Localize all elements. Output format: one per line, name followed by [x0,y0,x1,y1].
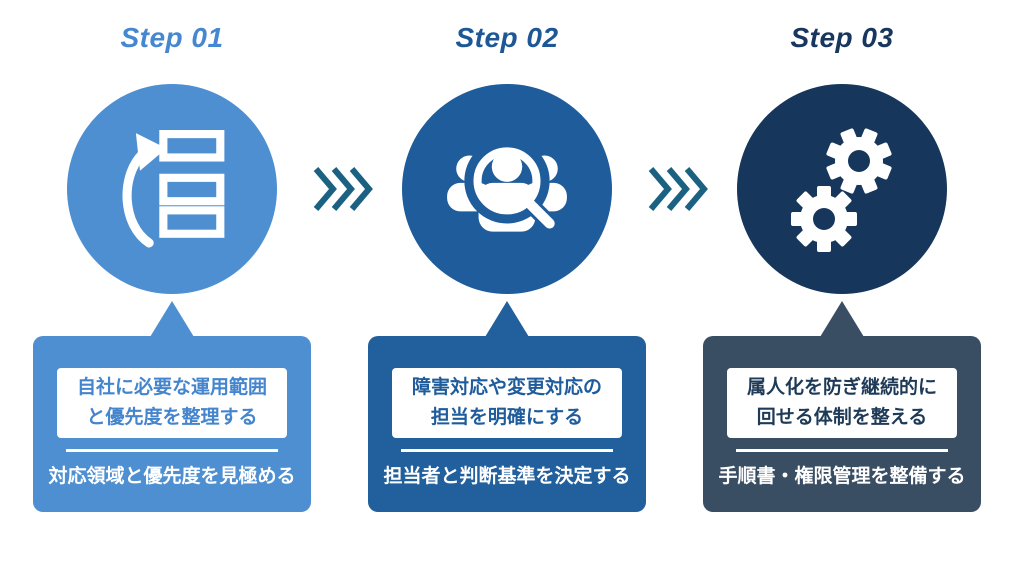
step2-card-pointer [485,301,529,337]
step3-main-line2: 回せる体制を整える [756,407,928,428]
step3-main-line1: 属人化を防ぎ継続的に [746,377,937,398]
chevron-arrows-icon [647,166,709,217]
step3-circle [737,84,947,294]
step3-main-text-box: 属人化を防ぎ継続的に 回せる体制を整える [727,368,957,438]
step1-card-pointer [150,301,194,337]
step3-divider [736,449,948,452]
step1-subtitle: 対応領域と優先度を見極める [48,466,296,487]
step2-divider [401,449,613,452]
step3-card-pointer [820,301,864,337]
step1-main-text-box: 自社に必要な運用範囲 と優先度を整理する [57,368,287,438]
step1-divider [66,449,278,452]
step3-card: 属人化を防ぎ継続的に 回せる体制を整える 手順書・権限管理を整備する [703,336,981,512]
step2-subtitle: 担当者と判断基準を決定する [383,466,631,487]
step2-main-line2: 担当を明確にする [430,407,584,428]
step2-main-text-box: 障害対応や変更対応の 担当を明確にする [392,368,622,438]
step3-title: Step 03 [790,22,894,53]
team-search-icon [447,138,567,232]
step1-circle [67,84,277,294]
priority-list-icon [122,130,225,248]
step2-main-line1: 障害対応や変更対応の [411,377,602,398]
step1-main-line1: 自社に必要な運用範囲 [76,377,267,398]
step2-circle [402,84,612,294]
step1-card: 自社に必要な運用範囲 と優先度を整理する 対応領域と優先度を見極める [33,336,311,512]
chevron-arrows-icon [312,166,374,217]
step1-main-line2: と優先度を整理する [86,407,258,428]
step3-subtitle: 手順書・権限管理を整備する [718,466,966,487]
step2-card: 障害対応や変更対応の 担当を明確にする 担当者と判断基準を決定する [368,336,646,512]
step1-title: Step 01 [120,22,224,53]
step2-title: Step 02 [455,22,559,53]
gears-icon [791,128,892,252]
